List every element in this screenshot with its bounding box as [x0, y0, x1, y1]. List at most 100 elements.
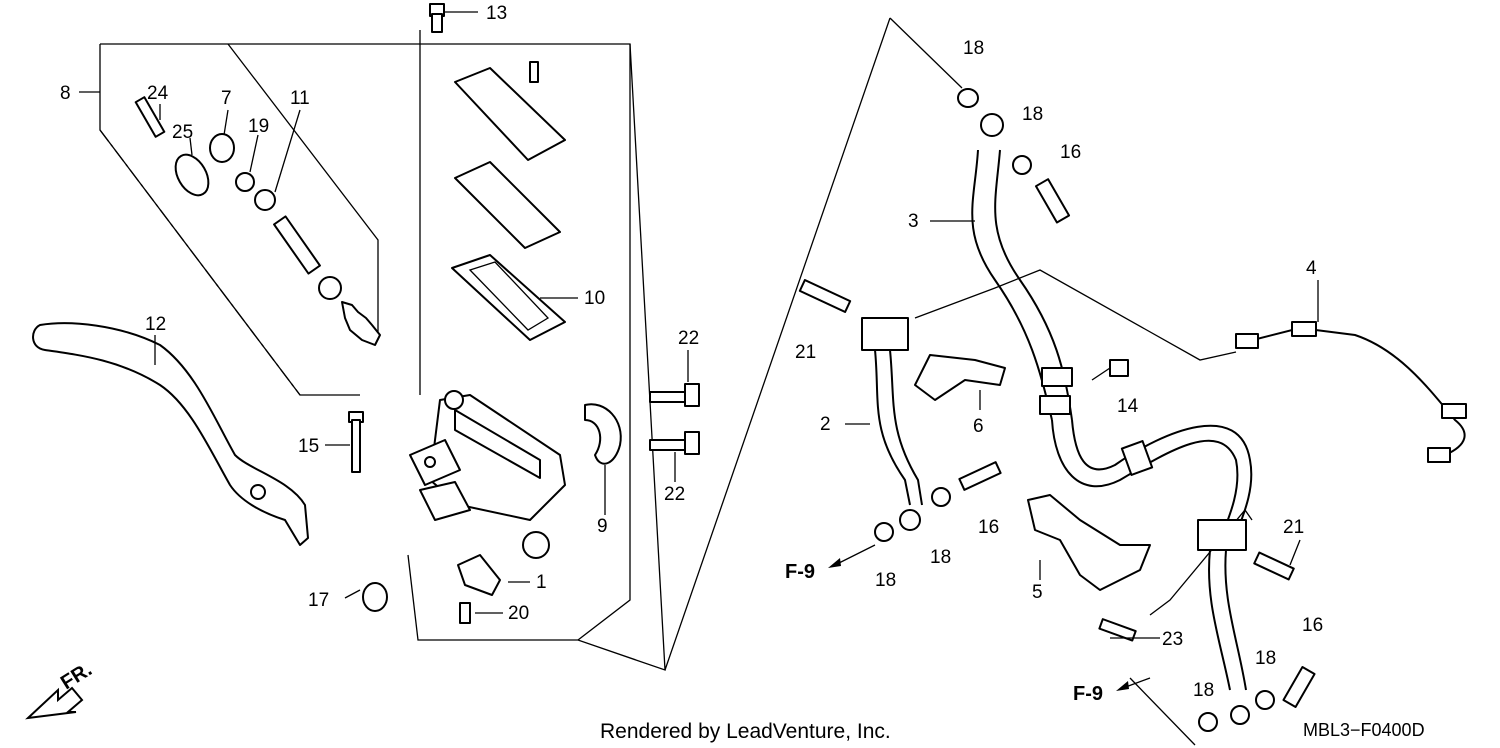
bolt-22a: [649, 391, 689, 403]
screw-13-shank: [431, 13, 443, 33]
hose-clamp-a: [1041, 367, 1073, 387]
bolt-22a-head: [684, 383, 700, 407]
fr-arrow-icon: [25, 686, 84, 720]
pipe-nut-c: [1441, 403, 1467, 419]
bolt-22b-head: [684, 431, 700, 455]
bolt-21-top: [798, 278, 852, 314]
piston-set-frame: [227, 43, 379, 335]
callout-25: 25: [172, 122, 193, 143]
cap-17: [362, 582, 388, 612]
bolt-22b: [649, 439, 689, 451]
hose-frame-top: [889, 17, 963, 89]
master-cylinder-frame-left: [99, 44, 360, 396]
three-way-joint: [1197, 519, 1247, 551]
brake-lever: [32, 322, 309, 546]
bolt-16-top: [1034, 178, 1071, 224]
f9a-arrow-head: [828, 558, 841, 568]
callout-20: 20: [508, 603, 529, 624]
banjo-port: [522, 531, 550, 559]
hose-frame-diagonal: [664, 17, 891, 671]
bracket-lower: [419, 481, 471, 521]
small-screw: [529, 61, 539, 83]
joint-2: [861, 317, 909, 351]
bolt-shank: [351, 419, 361, 473]
hose-2-b: [889, 349, 923, 506]
boot-25: [174, 153, 210, 197]
piston-kit-guide: [99, 129, 301, 396]
switch-1: [457, 554, 501, 624]
assembly-frames: [99, 17, 1253, 746]
washer-18-mid: [1012, 155, 1032, 175]
callout-16b: 16: [978, 517, 999, 538]
callout-16c: 16: [1302, 615, 1323, 636]
washer-18-hose2-b: [931, 487, 951, 507]
master-cylinder-frame: [100, 43, 666, 671]
hose-joint-frame-2: [1149, 508, 1253, 616]
washer-18-lower-b: [1255, 690, 1275, 710]
callout-18f: 18: [1193, 680, 1214, 701]
banjo-lower: [1230, 705, 1250, 725]
washer-18-lower-a: [1198, 712, 1218, 732]
spring: [341, 301, 381, 346]
mount-hole: [444, 390, 464, 410]
screw-20: [459, 602, 471, 624]
cap-7: [209, 133, 235, 163]
bolt-16-lower: [1282, 666, 1316, 708]
hose-loop-inner: [1071, 419, 1253, 546]
callout-15: 15: [298, 436, 319, 457]
callout-8: 8: [60, 83, 71, 104]
callout-21a: 21: [795, 342, 816, 363]
pin-24: [134, 96, 166, 138]
callout-17: 17: [308, 590, 329, 611]
pipe-nut-a: [1235, 333, 1259, 349]
bolt-16-mid: [958, 461, 1002, 491]
reservoir-cavity: [454, 409, 541, 479]
piston-11: [273, 215, 321, 275]
washer-11: [254, 189, 276, 211]
callout-6: 6: [973, 416, 984, 437]
callout-1: 1: [536, 572, 547, 593]
callout-7: 7: [221, 88, 232, 109]
callout-9: 9: [597, 516, 608, 537]
callout-14: 14: [1117, 396, 1139, 417]
banjo-2: [899, 509, 921, 531]
pipe-nut-d: [1427, 447, 1451, 463]
callout-22b: 22: [664, 484, 685, 505]
callouts: 8 24 7 11 25 19 12 13 10 22 22 9 15 17 1…: [60, 3, 1323, 705]
rubber-cap: [362, 582, 388, 612]
cap-top: [454, 67, 566, 161]
callout-24: 24: [147, 83, 169, 104]
bolt-21-lower: [1253, 551, 1295, 581]
switch-body: [457, 554, 501, 596]
f9b-arrow-head: [1116, 681, 1129, 691]
holder-body: [584, 403, 622, 465]
f9a-arrow-line: [834, 544, 876, 566]
pipe-4: [1244, 326, 1466, 456]
hose-3-line-a: [971, 149, 1053, 421]
piston-kit: [134, 96, 381, 346]
callout-13: 13: [486, 3, 507, 24]
reservoir-cap-stack: [429, 3, 566, 341]
callout-10: 10: [584, 288, 605, 309]
washer-18-top: [957, 88, 979, 108]
reservoir-frame-right: [577, 44, 631, 641]
diagram-code: MBL3−F0400D: [1303, 720, 1425, 740]
master-cylinder: [409, 390, 566, 559]
hose-lower-b: [1224, 549, 1247, 691]
reference-arrows: [828, 544, 1151, 691]
lever-pivot-hole: [250, 484, 266, 500]
lower-hose-frame: [1129, 677, 1196, 746]
banjo-top: [980, 113, 1004, 137]
callout-18b: 18: [1022, 104, 1043, 125]
callout-18c: 18: [930, 547, 951, 568]
callout-22a: 22: [678, 328, 699, 349]
callout-3: 3: [908, 211, 919, 232]
hose-clamp-b: [1039, 395, 1071, 415]
callout-18d: 18: [875, 570, 896, 591]
hose-lower-a: [1208, 549, 1231, 691]
fr-label: FR.: [57, 659, 96, 695]
callout-4: 4: [1306, 258, 1317, 279]
hose-assembly: [798, 88, 1467, 732]
